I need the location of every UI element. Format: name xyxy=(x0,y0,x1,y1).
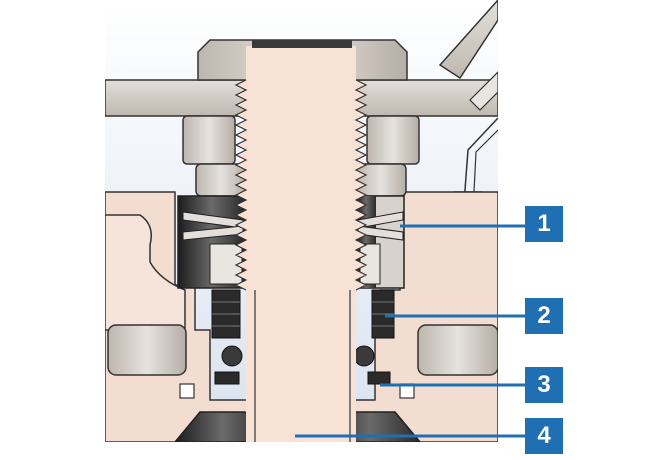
callout-badge-2: 2 xyxy=(525,298,563,334)
callout-badge-4: 4 xyxy=(525,418,563,454)
callout-badge-3: 3 xyxy=(525,367,563,403)
valve-stem xyxy=(234,40,368,442)
callout-leaders xyxy=(295,224,525,438)
backup-rings xyxy=(214,371,391,385)
packing-rings xyxy=(211,289,395,339)
valve-body xyxy=(105,191,291,442)
callout-badge-1: 1 xyxy=(525,206,563,242)
body-lugs xyxy=(107,324,498,399)
packing-nut xyxy=(195,163,407,197)
belleville-washers xyxy=(182,211,404,285)
